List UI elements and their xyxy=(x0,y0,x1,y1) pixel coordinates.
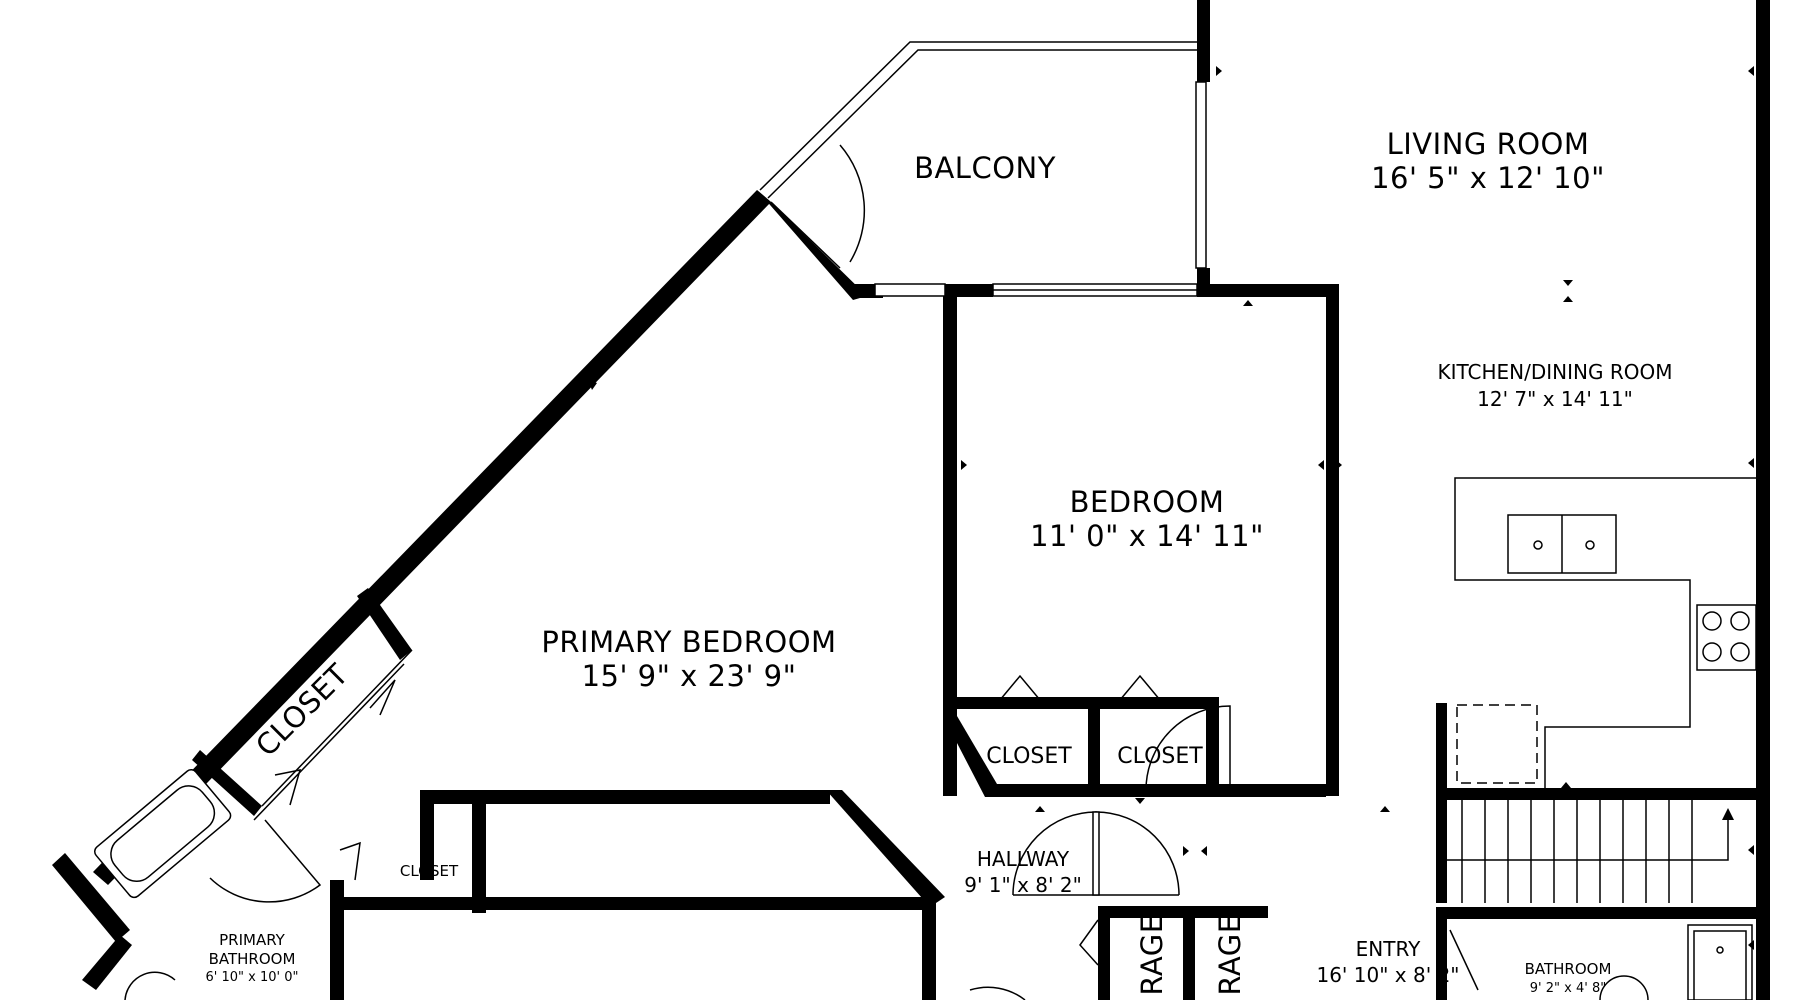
wall-closet-small-left xyxy=(420,790,434,880)
inner-door-swing xyxy=(969,986,1026,1000)
wall-inner-bottom xyxy=(330,897,925,910)
wall-living-left-top xyxy=(1197,0,1210,82)
closet-door-right xyxy=(1119,674,1161,701)
hallway-size: 9' 1" x 8' 2" xyxy=(964,873,1082,897)
kitchen-dining-name: KITCHEN/DINING ROOM xyxy=(1437,360,1672,384)
wall-storage-left xyxy=(1098,906,1110,1000)
bathtub xyxy=(94,768,232,899)
wall-balcony-diag xyxy=(757,190,867,300)
storage-2-label: RAGE xyxy=(1213,914,1247,995)
burner-1 xyxy=(1702,611,1722,631)
window-balcony-1 xyxy=(874,283,946,297)
primary-bathroom-size: 6' 10" x 10' 0" xyxy=(206,970,299,985)
burner-2 xyxy=(1730,611,1750,631)
hallway-door-left xyxy=(1012,811,1097,896)
fixtures xyxy=(94,477,1757,1000)
wall-stairs-top xyxy=(1436,788,1756,800)
sink-drain-2 xyxy=(1585,540,1595,550)
wall-bath-diag xyxy=(52,853,130,942)
wall-bedroom-top-right xyxy=(1197,284,1339,297)
diag-closet-front xyxy=(261,649,413,807)
balcony-door-leaf xyxy=(770,201,841,269)
living-room-size: 16' 5" x 12' 10" xyxy=(1371,161,1605,195)
wall-bedroom-left xyxy=(943,284,957,796)
wall-closet-divider xyxy=(1088,697,1100,797)
bedroom-size: 11' 0" x 14' 11" xyxy=(1030,519,1264,553)
bathroom-toilet xyxy=(1599,975,1649,1000)
primary-bathroom-name-2: BATHROOM xyxy=(209,950,296,968)
hallway-door-jamb xyxy=(1092,811,1100,896)
living-room-name: LIVING ROOM xyxy=(1387,127,1590,161)
wall-inner-right xyxy=(922,897,936,1000)
closet-right-label: CLOSET xyxy=(1117,744,1203,769)
diag-closet-door-1 xyxy=(369,679,396,716)
labels: LIVING ROOM 16' 5" x 12' 10" BALCONY KIT… xyxy=(206,127,1673,996)
primary-bath-door xyxy=(209,819,322,903)
bathroom-size: 9' 2" x 4' 8" xyxy=(1530,981,1606,996)
wall-bedroom-chamfer xyxy=(943,716,997,797)
primary-bath-toilet xyxy=(124,971,176,1000)
wall-living-left-bottom xyxy=(1197,268,1210,288)
small-closet-door xyxy=(339,841,361,881)
wall-closet-right xyxy=(1206,697,1219,797)
wall-closet-diag-bottom xyxy=(192,750,262,816)
kitchen-counter-outline xyxy=(1454,477,1756,788)
closet-door-left xyxy=(999,674,1041,701)
diag-closet-front-2 xyxy=(253,663,405,821)
bathroom-door-leaf xyxy=(1449,929,1479,991)
balcony-rail-outer xyxy=(759,41,1200,191)
hallway-name: HALLWAY xyxy=(977,847,1070,871)
closet-small-label: CLOSET xyxy=(400,862,459,880)
kitchen-dining-size: 12' 7" x 14' 11" xyxy=(1477,387,1633,411)
wall-bathroom-top xyxy=(1436,907,1756,919)
wall-right-exterior xyxy=(1756,0,1770,1000)
diag-closet-door-2 xyxy=(274,769,302,806)
burner-3 xyxy=(1702,642,1722,662)
wall-closet-small-right xyxy=(472,803,486,913)
bedroom-door-swing xyxy=(1145,705,1231,791)
fridge-space xyxy=(1456,704,1538,784)
wall-inner-top xyxy=(420,790,830,804)
wall-closet-diag-right xyxy=(357,588,412,660)
balcony-name: BALCONY xyxy=(914,151,1056,185)
wall-kitchen-left xyxy=(1436,703,1447,788)
room-markers xyxy=(588,66,1754,950)
bathroom-name: BATHROOM xyxy=(1525,960,1612,978)
burner-4 xyxy=(1730,642,1750,662)
closet-left-label: CLOSET xyxy=(986,744,1072,769)
bedroom-name: BEDROOM xyxy=(1070,485,1225,519)
sink-drain-1 xyxy=(1533,540,1543,550)
primary-bedroom-name: PRIMARY BEDROOM xyxy=(541,625,836,659)
shower-inner xyxy=(1693,930,1747,1000)
storage-door xyxy=(1079,919,1099,966)
doors xyxy=(209,674,1479,1000)
shower-drain xyxy=(1716,946,1724,954)
wall-bedroom-top-left xyxy=(943,284,993,297)
primary-bedroom-size: 15' 9" x 23' 9" xyxy=(582,659,797,693)
balcony-door-swing xyxy=(839,144,866,263)
balcony-structure xyxy=(759,41,1207,297)
wall-bath-lower xyxy=(82,935,132,990)
diag-closet xyxy=(253,649,413,821)
wall-inner-diag xyxy=(826,790,945,907)
wall-stairs-left xyxy=(1436,788,1447,903)
stairs xyxy=(1447,800,1734,903)
entry-size: 16' 10" x 8' 2" xyxy=(1316,963,1459,987)
entry-name: ENTRY xyxy=(1356,937,1421,961)
wall-primary-diagonal xyxy=(93,190,771,885)
balcony-rail-inner xyxy=(767,49,1200,199)
storage-1-label: RAGE xyxy=(1135,914,1169,995)
hallway-door-right xyxy=(1095,811,1180,896)
wall-bathroom-left xyxy=(1436,907,1447,1000)
wall-storage-divider xyxy=(1183,906,1195,1000)
wall-bedroom-right xyxy=(1326,284,1339,796)
primary-bathroom-name-1: PRIMARY xyxy=(219,931,286,949)
balcony-sliding-door xyxy=(1195,81,1207,269)
